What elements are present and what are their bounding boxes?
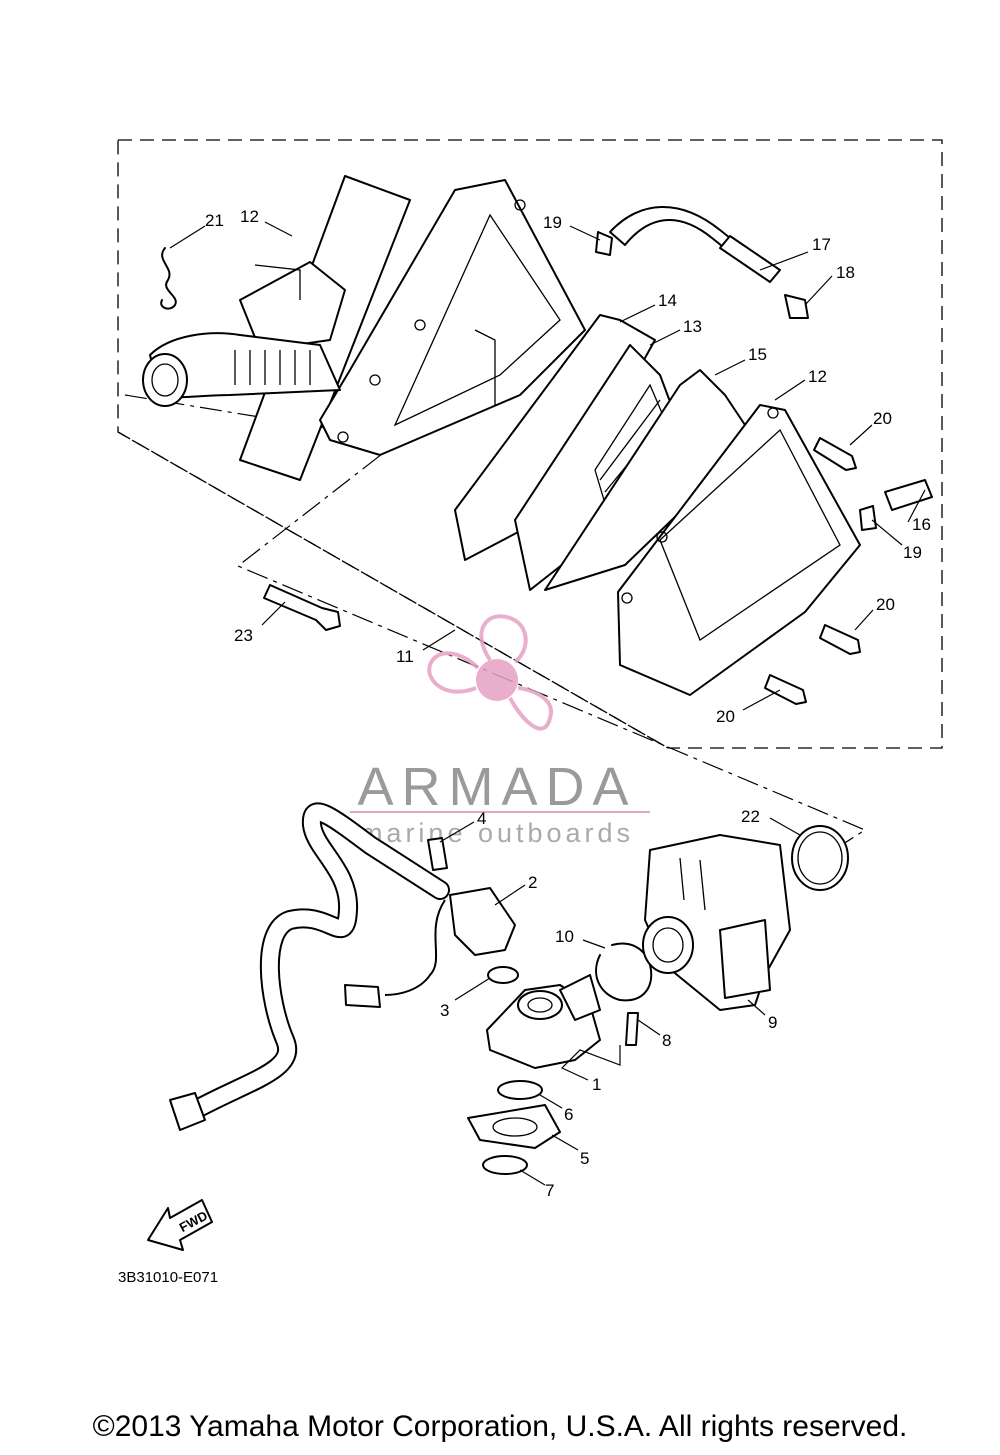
- air-cleaner-cap: [617, 404, 861, 696]
- callout-19a: 19: [543, 213, 562, 232]
- callout-20c: 20: [716, 707, 735, 726]
- fuel-hose-inner: [187, 804, 448, 1118]
- callout-20a: 20: [873, 409, 892, 428]
- manifold-bolt: [625, 1012, 639, 1046]
- fwd-arrow: [147, 1199, 213, 1251]
- seal-front: [454, 314, 656, 561]
- sensor-connector: [344, 984, 381, 1008]
- diagram-code: 3B31010-E071: [118, 1269, 218, 1286]
- watermark-tagline: marine outboards: [360, 818, 634, 848]
- callout-23: 23: [234, 626, 253, 645]
- watermark-blade-right: [508, 686, 554, 731]
- sensor: [427, 837, 448, 871]
- joint-clamp-inner: [797, 831, 843, 885]
- air-cleaner-case: [239, 175, 586, 481]
- assembly-boundary: [117, 139, 943, 749]
- watermark-propeller: [427, 614, 554, 731]
- assembly-boundary-lower: [117, 431, 669, 749]
- throttle-body: [642, 834, 791, 1011]
- clamp: [595, 942, 653, 1002]
- watermark-brand: ARMADA: [357, 757, 636, 817]
- callout-17: 17: [812, 235, 831, 254]
- sensor-wire: [384, 899, 446, 996]
- callout-22: 22: [741, 807, 760, 826]
- watermark-blade-top: [479, 614, 528, 664]
- callout-13: 12: [808, 367, 827, 386]
- callout-15a: 14: [658, 291, 677, 310]
- callout-2: 2: [528, 873, 537, 892]
- alignment-line: [124, 394, 867, 863]
- callout-11: 11: [396, 647, 414, 666]
- seal-rear: [544, 369, 756, 591]
- callout-20b: 20: [876, 595, 895, 614]
- watermark-blade-left: [427, 651, 480, 694]
- callout-3: 3: [440, 1001, 449, 1020]
- bolt: [263, 584, 341, 631]
- injector: [449, 887, 516, 956]
- callout-9: 9: [768, 1013, 777, 1032]
- callout-18: 18: [836, 263, 855, 282]
- callout-4: 4: [477, 809, 486, 828]
- clip: [160, 247, 177, 310]
- callout-14: 13: [683, 317, 702, 336]
- gasket: [467, 1104, 561, 1149]
- callout-1: 1: [592, 1075, 601, 1094]
- hose-fitting: [169, 1092, 206, 1131]
- callout-5: 5: [580, 1149, 589, 1168]
- callout-12: 12: [240, 207, 259, 226]
- intake-manifold: [486, 974, 601, 1069]
- drain-assembly: [595, 206, 933, 531]
- callout-10: 10: [555, 927, 574, 946]
- o-ring-small: [487, 966, 519, 984]
- gasket-hole: [492, 1117, 538, 1137]
- o-ring-7: [482, 1155, 528, 1175]
- o-ring-6: [497, 1080, 543, 1100]
- intake-duct: [142, 332, 341, 407]
- callout-6: 6: [564, 1105, 573, 1124]
- callouts: 21 12 19 17 18 14 13 15 12 20 16 19 20 2…: [205, 207, 931, 1200]
- leader-lines: [169, 221, 926, 1186]
- copyright-notice: ©2013 Yamaha Motor Corporation, U.S.A. A…: [92, 1410, 908, 1443]
- watermark-hub: [476, 659, 518, 701]
- callout-15b: 15: [748, 345, 767, 364]
- callout-16: 16: [912, 515, 931, 534]
- callout-8: 8: [662, 1031, 671, 1050]
- screws: [764, 437, 861, 705]
- joint-clamp: [791, 825, 849, 891]
- callout-21: 21: [205, 211, 224, 230]
- callout-19b: 19: [903, 543, 922, 562]
- callout-7: 7: [545, 1181, 554, 1200]
